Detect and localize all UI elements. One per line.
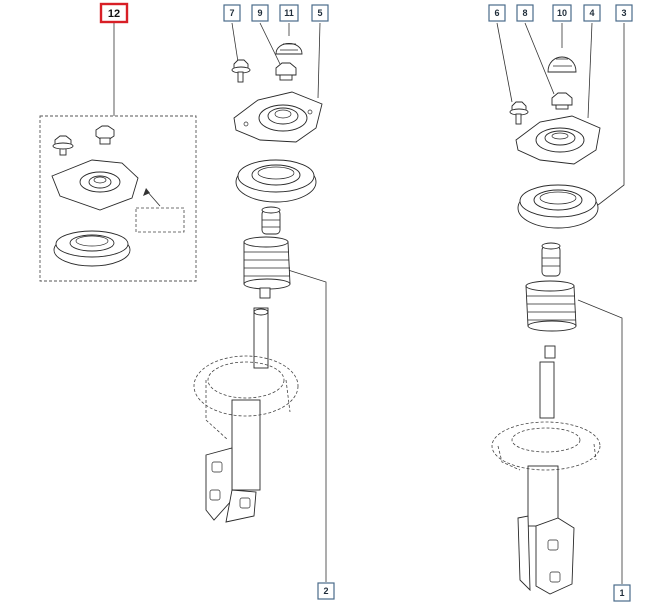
callout-6-label: 6 [494,8,499,18]
inset-frame [39,115,197,282]
leader-2 [287,269,327,582]
inset-placeholder-box [135,207,185,233]
inset-bearing-ring-icon [53,230,131,267]
inset-mount-plate-icon [51,159,139,211]
callout-10-label: 10 [557,8,567,18]
callout-3[interactable]: 3 [615,4,633,22]
right-strut-assembly [491,22,625,595]
callout-8[interactable]: 8 [516,4,534,22]
bump-cap-icon [275,43,303,55]
left-strut-assembly [193,22,327,582]
right-shock-absorber-icon [517,361,575,595]
inset-arrow-head [143,188,150,196]
callout-11-label: 11 [284,8,294,18]
leader-3 [597,23,625,206]
right-bump-cap-icon [547,56,577,73]
right-spring-seat-icon [491,421,601,471]
inset-nut-icon [95,125,115,145]
callout-4[interactable]: 4 [583,4,601,22]
callout-9-label: 9 [257,8,262,18]
callout-1-label: 1 [619,588,624,598]
right-bump-stop-icon [541,242,561,277]
callout-5[interactable]: 5 [311,4,329,22]
callout-12[interactable]: 12 [99,2,129,24]
callout-7-label: 7 [229,8,234,18]
leader-7 [231,22,239,63]
callout-7[interactable]: 7 [223,4,241,22]
top-mount-plate-icon [233,91,323,143]
callout-2[interactable]: 2 [317,582,335,600]
kit-detail-inset [39,23,197,282]
callout-2-label: 2 [323,586,328,596]
leader-1 [577,299,623,584]
callout-4-label: 4 [589,8,594,18]
right-mount-bolt-icon [509,101,529,125]
right-bearing-ring-icon [517,184,599,229]
callout-10[interactable]: 10 [552,4,572,22]
top-nut-icon [275,62,297,81]
spring-seat-icon [193,355,299,441]
callout-3-label: 3 [621,8,626,18]
leader-5 [317,22,321,99]
leader-9 [259,22,281,65]
callout-11[interactable]: 11 [279,4,299,22]
callout-5-label: 5 [317,8,322,18]
right-top-nut-icon [551,92,573,110]
mount-bolt-icon [231,59,251,83]
strut-bearing-ring-icon [235,159,317,203]
dust-boot-icon [243,236,291,299]
right-dust-boot-icon [525,280,577,359]
leader-4 [587,22,593,119]
callout-1[interactable]: 1 [613,584,631,602]
leader-6 [496,22,513,103]
shock-absorber-icon [205,307,269,523]
callout-9[interactable]: 9 [251,4,269,22]
right-top-mount-plate-icon [515,115,601,165]
leader-8 [524,22,555,95]
callout-12-label: 12 [108,8,120,20]
bump-stop-icon [261,206,281,235]
inset-bolt-icon [52,135,74,156]
callout-8-label: 8 [522,8,527,18]
callout-6[interactable]: 6 [488,4,506,22]
